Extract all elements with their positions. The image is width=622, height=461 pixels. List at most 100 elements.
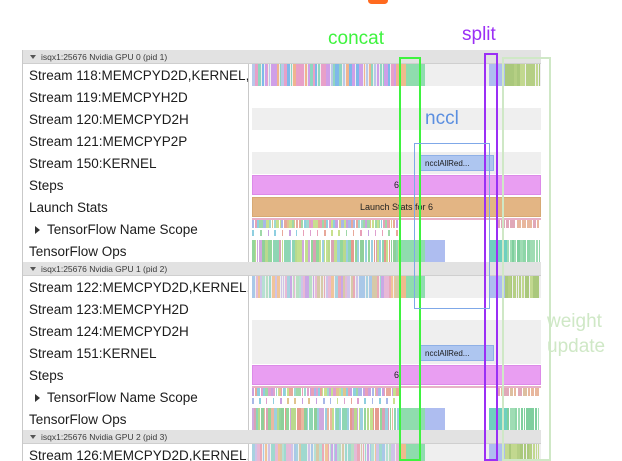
chevron-right-icon[interactable]	[35, 394, 40, 402]
timeline-row-label[interactable]: Launch Stats	[23, 196, 249, 218]
trace-event-bar	[501, 387, 504, 397]
timeline-row-label[interactable]: Stream 122:MEMCPYD2D,KERNEL,MI	[23, 276, 249, 298]
trace-event-bar	[265, 387, 269, 397]
timeline-row-label[interactable]: TensorFlow Ops	[23, 408, 249, 430]
trace-event-bar	[375, 276, 377, 298]
group-header-1[interactable]: isqx1:25676 Nvidia GPU 1 (pid 2)	[23, 262, 541, 276]
timeline-row-track[interactable]	[249, 408, 541, 430]
timeline-row-track[interactable]	[249, 130, 541, 152]
trace-event-bar	[373, 240, 376, 262]
timeline-row-track[interactable]: 6	[249, 174, 541, 196]
trace-event-bar	[336, 387, 339, 397]
timeline-row[interactable]: Stream 122:MEMCPYD2D,KERNEL,MI	[23, 276, 541, 298]
timeline-panel[interactable]: isqx1:25676 Nvidia GPU 0 (pid 1)Stream 1…	[22, 50, 541, 461]
timeline-row[interactable]: Stream 124:MEMCPYD2H	[23, 320, 541, 342]
timeline-row-track[interactable]	[249, 108, 541, 130]
trace-event-bar	[312, 408, 314, 430]
trace-event-bar	[334, 276, 338, 298]
trace-event-bar	[314, 387, 316, 397]
timeline-row[interactable]: TensorFlow Ops	[23, 408, 541, 430]
timeline-row-label[interactable]: Steps	[23, 174, 249, 196]
timeline-row-track[interactable]: 6	[249, 364, 541, 386]
trace-event-bar	[320, 387, 322, 397]
timeline-row-track[interactable]: ncclAllRed...	[249, 342, 541, 364]
trace-event-bar	[273, 219, 277, 229]
trace-event-split	[489, 444, 505, 461]
trace-event-bar	[349, 408, 352, 430]
trace-event-bar	[302, 64, 305, 86]
timeline-row-track[interactable]	[249, 320, 541, 342]
timeline-row-track[interactable]	[249, 218, 541, 240]
timeline-row-label[interactable]: Stream 124:MEMCPYD2H	[23, 320, 249, 342]
trace-event-bar	[296, 240, 300, 262]
trace-event-bar	[265, 408, 268, 430]
timeline-row[interactable]: Stream 123:MEMCPYH2D	[23, 298, 541, 320]
timeline-row-label[interactable]: Stream 126:MEMCPYD2D,KERNEL,MI	[23, 444, 249, 461]
timeline-row-label[interactable]: Stream 150:KERNEL	[23, 152, 249, 174]
timeline-row[interactable]: TensorFlow Ops	[23, 240, 541, 262]
trace-event-bar	[302, 240, 305, 262]
timeline-row-label[interactable]: Steps	[23, 364, 249, 386]
trace-event-nccl-allreduce[interactable]: ncclAllRed...	[420, 155, 494, 171]
trace-event-bar	[328, 219, 331, 229]
timeline-row-track[interactable]	[249, 64, 541, 86]
trace-event-bar	[366, 408, 370, 430]
trace-event-bar	[279, 219, 281, 229]
timeline-row-label[interactable]: Stream 120:MEMCPYD2H	[23, 108, 249, 130]
chevron-down-icon[interactable]	[30, 267, 36, 271]
chevron-down-icon[interactable]	[30, 435, 36, 439]
trace-event-bar	[335, 64, 337, 86]
timeline-row-track[interactable]	[249, 276, 541, 298]
trace-event-bar	[321, 408, 325, 430]
timeline-row[interactable]: Stream 151:KERNEL ncclAllRed...	[23, 342, 541, 364]
timeline-row-label[interactable]: Stream 121:MEMCPYP2P	[23, 130, 249, 152]
timeline-row-track[interactable]: Launch Stats for 6	[249, 196, 541, 218]
trace-event-step[interactable]: 6	[252, 175, 541, 195]
timeline-row-track[interactable]	[249, 298, 541, 320]
timeline-row-track[interactable]: ncclAllRed...	[249, 152, 541, 174]
trace-event-bar	[340, 240, 344, 262]
timeline-row-track[interactable]	[249, 386, 541, 408]
trace-event-bar	[388, 444, 391, 461]
trace-event-bar	[379, 387, 382, 397]
trace-event-bar	[505, 219, 510, 229]
chevron-down-icon[interactable]	[30, 55, 36, 59]
timeline-row[interactable]: Stream 150:KERNEL ncclAllRed...	[23, 152, 541, 174]
group-header-0[interactable]: isqx1:25676 Nvidia GPU 0 (pid 1)	[23, 50, 541, 64]
trace-event-concat	[406, 444, 425, 461]
timeline-row-label[interactable]: Stream 119:MEMCPYH2D	[23, 86, 249, 108]
trace-event-bar	[304, 240, 308, 262]
trace-event-bar	[331, 408, 335, 430]
timeline-row-label[interactable]: TensorFlow Name Scope	[23, 386, 249, 408]
trace-event-bar	[358, 64, 361, 86]
trace-event-bar	[258, 219, 261, 229]
trace-event-bar	[376, 64, 380, 86]
timeline-row[interactable]: Stream 120:MEMCPYD2H	[23, 108, 541, 130]
group-header-2[interactable]: isqx1:25676 Nvidia GPU 2 (pid 3)	[23, 430, 541, 444]
timeline-row[interactable]: TensorFlow Name Scope	[23, 218, 541, 240]
trace-event-nccl-allreduce[interactable]: ncclAllRed...	[420, 345, 494, 361]
timeline-row-track[interactable]	[249, 86, 541, 108]
timeline-row-track[interactable]	[249, 240, 541, 262]
timeline-row-label[interactable]: Stream 118:MEMCPYD2D,KERNEL,ME	[23, 64, 249, 86]
timeline-row-label[interactable]: TensorFlow Ops	[23, 240, 249, 262]
timeline-row[interactable]: Stream 126:MEMCPYD2D,KERNEL,MI	[23, 444, 541, 461]
trace-event-bar	[530, 240, 533, 262]
timeline-row-label[interactable]: Stream 151:KERNEL	[23, 342, 249, 364]
timeline-row[interactable]: Stream 119:MEMCPYH2D	[23, 86, 541, 108]
trace-event-launch-stats[interactable]: Launch Stats for 6	[252, 197, 541, 217]
trace-event-bar	[260, 276, 263, 298]
timeline-row[interactable]: Stream 118:MEMCPYD2D,KERNEL,ME	[23, 64, 541, 86]
timeline-row-label-text: TensorFlow Ops	[29, 243, 127, 259]
timeline-row-label[interactable]: Stream 123:MEMCPYH2D	[23, 298, 249, 320]
timeline-row-track[interactable]	[249, 444, 541, 461]
trace-event-step[interactable]: 6	[252, 365, 541, 385]
trace-event-bar	[339, 408, 342, 430]
timeline-row[interactable]: Stream 121:MEMCPYP2P	[23, 130, 541, 152]
timeline-row[interactable]: TensorFlow Name Scope	[23, 386, 541, 408]
chevron-right-icon[interactable]	[35, 226, 40, 234]
timeline-row-label[interactable]: TensorFlow Name Scope	[23, 218, 249, 240]
